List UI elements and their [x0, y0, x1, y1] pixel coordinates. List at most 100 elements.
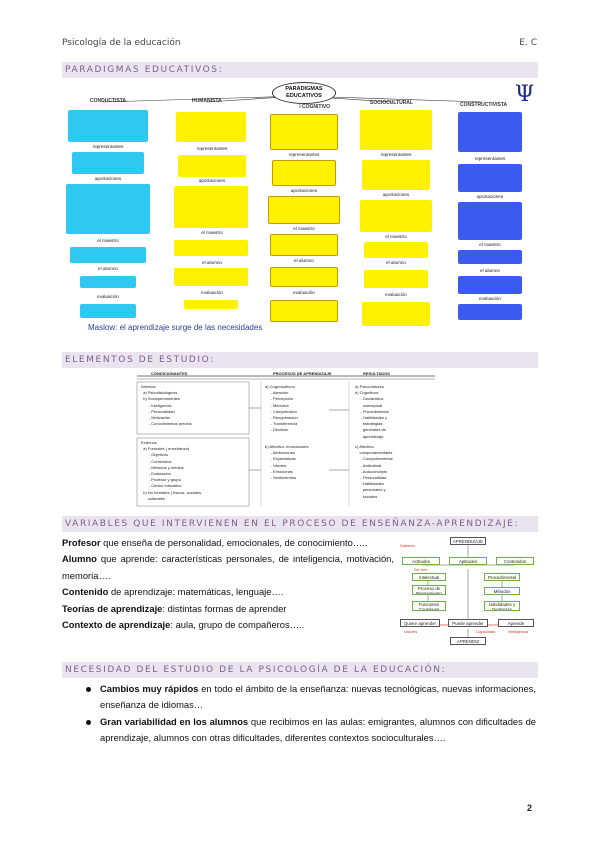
column-conductista: CONDUCTISTA — [90, 98, 127, 104]
conductista-alumno: el alumno — [98, 266, 118, 271]
sociocultural-maestro-box — [364, 242, 428, 258]
variable-desc: : aula, grupo de compañeros….. — [170, 619, 305, 631]
humanista-maestro-box — [174, 240, 248, 256]
humanista-aportaciones: aportaciones — [198, 178, 226, 183]
diagram-puede-aprender: Puede aprender — [448, 619, 488, 627]
variable-teorias: Teorías de aprendizaje: distintas formas… — [62, 601, 394, 617]
cognitivo-representantes: representantes — [288, 152, 320, 157]
sociocultural-alumno: el alumno — [386, 260, 406, 265]
conductista-maestro: el maestro — [97, 238, 119, 243]
diagram-side-saberes: Saberes — [400, 543, 415, 548]
section-title-elementos: ELEMENTOS DE ESTUDIO: — [65, 355, 215, 365]
cognitivo-alumno: el alumno — [294, 258, 314, 263]
humanista-evaluacion-box — [184, 300, 238, 309]
cognitivo-alumno-box — [270, 267, 338, 287]
section-title-paradigmas: PARADIGMAS EDUCATIVOS: — [65, 65, 224, 75]
cognitivo-maestro-box — [270, 234, 338, 256]
variable-contenido: Contenido de aprendizaje: matemáticas, l… — [62, 584, 394, 600]
diagram-intelectual: Intelectual — [412, 573, 446, 581]
diagram-aprendizaje: APRENDIZAJE — [450, 537, 486, 545]
variable-desc: que aprende: características personales,… — [62, 553, 394, 581]
conductista-aportaciones-box — [66, 184, 150, 234]
section-title-necesidad: NECESIDAD DEL ESTUDIO DE LA PSICOLOGÍA D… — [65, 665, 447, 675]
sociocultural-evaluacion-box — [362, 302, 430, 326]
constructivista-evaluacion: evaluación — [479, 296, 501, 301]
humanista-alumno: el alumno — [202, 260, 222, 265]
sociocultural-definition-box — [360, 110, 432, 150]
list-item: Cambios muy rápidos en todo el ámbito de… — [80, 681, 536, 714]
need-term: Gran variabilidad en los alumnos — [100, 715, 249, 727]
diagram-contenidos: Contenidos — [496, 557, 534, 565]
column-cognitivo: COGNITIVO — [302, 104, 331, 110]
study-table-lines — [136, 375, 435, 507]
diagram-actitudes: Actitudes — [402, 557, 440, 565]
cognitivo-aportaciones: aportaciones — [290, 188, 318, 193]
sociocultural-representantes-box — [362, 160, 430, 190]
humanista-maestro: el maestro — [201, 230, 223, 235]
humanista-representantes-box — [178, 155, 246, 177]
study-elements-table: CONDICIONANTES PROCESOS DE APRENDIZAJE R… — [133, 370, 439, 510]
constructivista-representantes-box — [458, 164, 522, 192]
diagram-habilidades-destrezas: Habilidades y Destrezas — [484, 601, 520, 611]
variable-contexto: Contexto de aprendizaje: aula, grupo de … — [62, 617, 394, 633]
diagram-aprendiz: APRENDIZ — [450, 637, 486, 645]
table-header-condicionantes: CONDICIONANTES — [151, 371, 188, 376]
diagram-side-inteligencia: Inteligencia — [508, 629, 529, 634]
paradigm-map-caption: Maslow: el aprendizaje surge de las nece… — [88, 323, 263, 332]
table-psicomotores: a) Psicomotores b) Cognitivos - Declarat… — [355, 384, 389, 439]
cognitivo-maestro: el maestro — [293, 226, 315, 231]
cognitivo-representantes-box — [272, 160, 336, 186]
sociocultural-aportaciones: aportaciones — [382, 192, 410, 197]
variables-list: Profesor que enseña de personalidad, emo… — [62, 535, 394, 633]
variable-term: Alumno — [62, 553, 97, 565]
page-number: 2 — [527, 803, 533, 813]
cognitivo-definition-box — [270, 114, 338, 150]
diagram-quiere-aprender: Quiere aprender — [400, 619, 440, 627]
conductista-representantes: representantes — [92, 144, 124, 149]
bullet-icon — [86, 687, 91, 692]
conductista-representantes-box — [72, 152, 144, 174]
diagram-metodos: Métodos — [484, 587, 520, 595]
constructivista-representantes: representantes — [474, 156, 506, 161]
humanista-aportaciones-box — [174, 186, 248, 228]
variable-profesor: Profesor que enseña de personalidad, emo… — [62, 535, 394, 551]
conductista-aportaciones: aportaciones — [94, 176, 122, 181]
variable-desc: : distintas formas de aprender — [162, 602, 287, 614]
sociocultural-evaluacion: evaluación — [385, 292, 407, 297]
humanista-representantes: representantes — [196, 146, 228, 151]
table-afectivos: b) Afectivo- emocionales - Atribuciones … — [265, 444, 309, 481]
conductista-alumno-box — [80, 276, 136, 288]
cognitivo-evaluacion-box — [270, 300, 338, 322]
diagram-aptitudes: Aptitudes — [449, 557, 487, 565]
diagram-side-devivir: De vivir — [414, 567, 428, 572]
humanista-alumno-box — [174, 268, 248, 286]
diagram-proceso-pensamiento: Proceso de Pensamiento — [412, 585, 446, 595]
need-desc: que recibimos en las aulas: emigrantes, … — [100, 715, 537, 744]
section-band-necesidad: NECESIDAD DEL ESTUDIO DE LA PSICOLOGÍA D… — [62, 662, 538, 678]
column-constructivista: CONSTRUCTIVISTA — [460, 102, 508, 108]
learning-variables-diagram: APRENDIZAJE Saberes De vivir Actitudes A… — [398, 537, 538, 645]
paradigm-map-title: PARADIGMAS EDUCATIVOS — [272, 82, 336, 104]
variable-term: Contenido — [62, 586, 109, 598]
paradigm-concept-map: PARADIGMAS EDUCATIVOS CONDUCTISTA HUMANI… — [62, 80, 538, 342]
cognitivo-aportaciones-box — [268, 196, 340, 224]
necesidad-list: Cambios muy rápidos en todo el ámbito de… — [80, 681, 536, 747]
header-title: Psicología de la educación — [62, 38, 181, 48]
table-afectivos-resultados: c) Afectivo- comportamentales - Comporta… — [355, 444, 393, 499]
diagram-side-valores: Valores — [404, 629, 418, 634]
cognitivo-evaluacion: evaluación — [293, 290, 315, 295]
section-band-variables: VARIABLES QUE INTERVIENEN EN EL PROCESO … — [62, 516, 538, 532]
diagram-side-capacidad: Capacidad — [476, 629, 496, 634]
section-band-paradigmas: PARADIGMAS EDUCATIVOS: — [62, 62, 538, 78]
table-cognitivos: a) Cognoscitivos - Atención - Percepción… — [265, 384, 298, 433]
need-term: Cambios muy rápidos — [100, 683, 199, 694]
conductista-evaluacion-box — [80, 304, 136, 318]
sociocultural-alumno-box — [364, 270, 428, 288]
bullet-icon — [86, 719, 91, 725]
conductista-evaluacion: evaluación — [97, 294, 119, 299]
section-title-variables: VARIABLES QUE INTERVIENEN EN EL PROCESO … — [65, 519, 520, 529]
variable-term: Contexto de aprendizaje — [62, 619, 171, 631]
constructivista-maestro-box — [458, 250, 522, 264]
constructivista-aportaciones: aportaciones — [476, 194, 504, 199]
constructivista-maestro: el maestro — [479, 242, 501, 247]
